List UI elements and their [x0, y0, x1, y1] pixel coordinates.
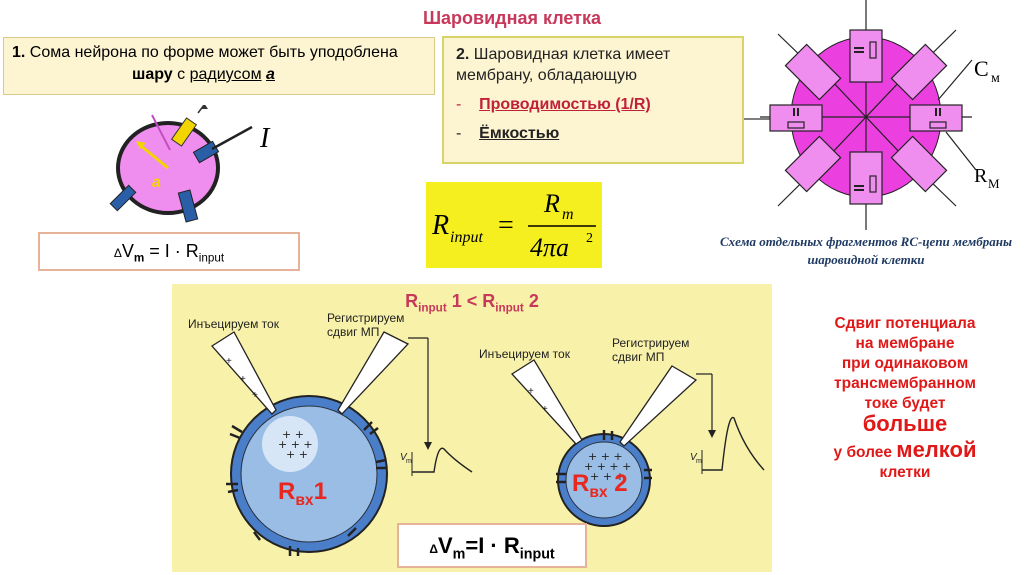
svg-text:+ + + +: + + + + [584, 460, 631, 473]
box1-text: Сома нейрона по форме может быть уподобл… [29, 44, 398, 61]
svg-text:+: + [252, 390, 258, 401]
svg-text:M: M [988, 176, 1000, 191]
svg-text:+ +: + + [282, 428, 304, 441]
experiment-drawing: + ++ + ++ + +++ V m + + ++ + + ++ + + ++… [211, 331, 765, 556]
blue-electrode-bottom [177, 189, 199, 223]
svg-text:+: + [542, 404, 548, 415]
sphere-analogy-box: 1. Сома нейрона по форме может быть упод… [3, 37, 435, 95]
conclusion-text: Сдвиг потенциала на мембране при одинако… [833, 315, 977, 481]
rc-unit-bottomleft [784, 135, 842, 193]
svg-text:+: + [528, 386, 534, 397]
input-resistance-formula: R input = R m 4πa 2 [426, 182, 602, 268]
svg-text:+ + +: + + + [590, 470, 625, 483]
rm-label: R [974, 165, 988, 187]
svg-text:=: = [498, 210, 514, 241]
svg-text:m: m [562, 206, 574, 223]
inject-electrode-2 [510, 359, 583, 445]
page-title: Шаровидная клетка [422, 8, 602, 28]
svg-text:R: R [543, 189, 560, 218]
current-arrow [211, 125, 253, 151]
svg-text:+: + [240, 374, 246, 385]
svg-text:R: R [431, 210, 449, 241]
box1-bold: шару [132, 66, 173, 83]
box1-mid: с [177, 66, 186, 83]
svg-text:+ +: + + [286, 448, 308, 461]
result-equation-box: ΔVm=I · Rinput [397, 523, 587, 568]
svg-text:m: m [406, 458, 412, 465]
radius-arrow [139, 143, 169, 170]
record-electrode-2 [619, 365, 698, 447]
rvx1-label: Rвх1 [278, 478, 327, 509]
rc-circuit-diagram: C м R M [760, 0, 1000, 230]
membrane-properties-box: 2. Шаровидная клетка имеет мембрану, обл… [442, 36, 744, 164]
panel-title: Rinput 1 < Rinput 2 [405, 291, 539, 315]
svg-text:м: м [991, 71, 1000, 86]
record-label-2b: сдвиг МП [612, 350, 665, 364]
svg-text:V: V [400, 452, 408, 463]
svg-text:+ + +: + + + [588, 450, 623, 463]
inject-label-1: Инъецируем ток [188, 317, 279, 331]
svg-text:input: input [450, 229, 483, 246]
rvx2-label: Rвх 2 [572, 470, 628, 501]
rc-unit-left [769, 104, 823, 132]
yellow-electrode [170, 117, 198, 147]
current-label: I [259, 123, 271, 154]
box1-radius: радиусом [189, 66, 262, 83]
record-label-2a: Регистрируем [612, 336, 690, 350]
svg-text:+ + +: + + + [278, 438, 313, 451]
record-label-1b: сдвиг МП [327, 325, 380, 339]
sphere-illustration: a I [109, 105, 271, 223]
property-conductance: - Проводимостью (1/R) [456, 96, 651, 113]
record-electrode-1 [337, 331, 410, 415]
rc-diagram-caption: Схема отдельных фрагментов RC-цепи мембр… [719, 234, 1013, 267]
rc-unit-topright [890, 43, 948, 101]
svg-text:4πa: 4πa [530, 233, 569, 262]
voltage-equation-box: ΔVm = I · Rinput [38, 232, 300, 271]
inject-label-2: Инъецируем ток [479, 347, 570, 361]
cm-label: C [974, 56, 989, 81]
box1-number: 1. [12, 44, 26, 61]
rc-unit-top [849, 29, 883, 83]
svg-text:V: V [690, 452, 698, 463]
blue-electrode-left [109, 184, 137, 212]
box2-text: Шаровидная клетка имеет мембрану, облада… [456, 46, 671, 84]
radius-label: a [152, 174, 161, 191]
record-label-1a: Регистрируем [327, 311, 405, 325]
rc-unit-topleft [784, 43, 842, 101]
svg-text:2: 2 [586, 231, 593, 246]
rc-unit-bottom [849, 151, 883, 205]
svg-text:m: m [696, 458, 702, 465]
inject-electrode-1 [211, 331, 277, 415]
trace-2 [702, 416, 765, 471]
box1-a: a [266, 66, 275, 83]
trace-1 [412, 447, 473, 473]
rc-unit-bottomright [890, 135, 948, 193]
svg-text:+: + [226, 356, 232, 367]
box2-number: 2. [456, 46, 470, 63]
property-capacitance: - Ёмкостью [456, 125, 560, 142]
